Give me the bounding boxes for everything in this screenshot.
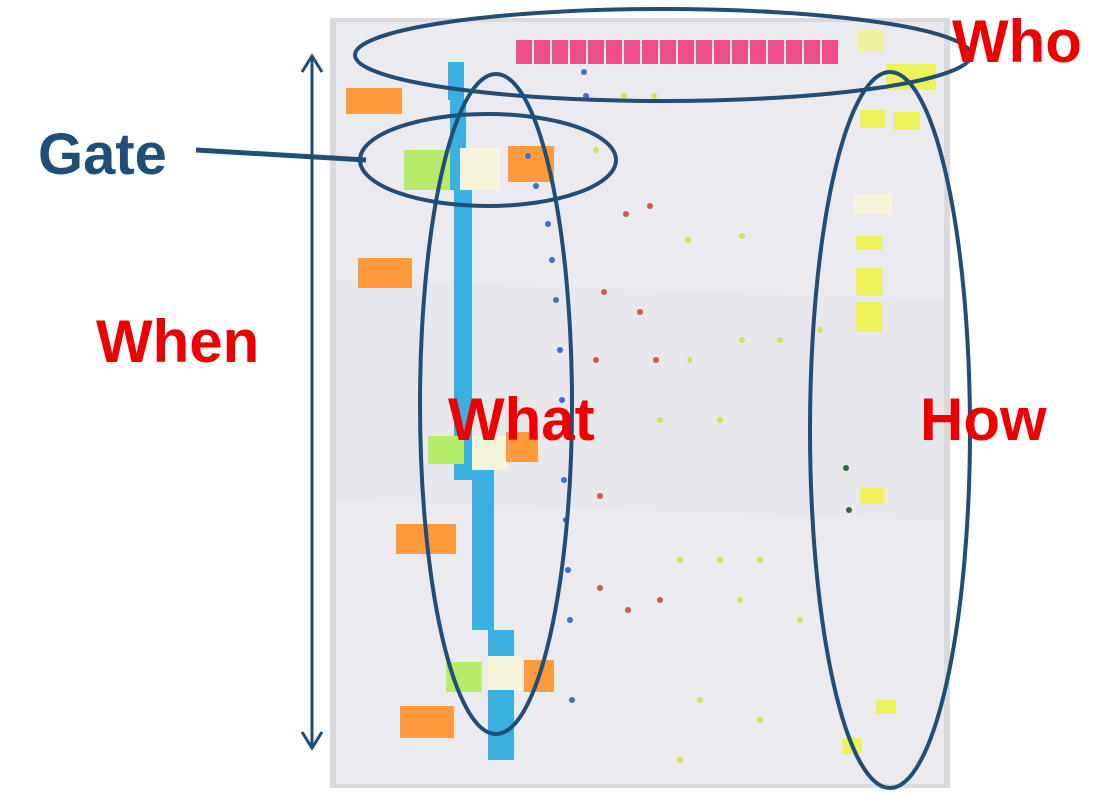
wall-poster-photo: [330, 18, 950, 788]
when-double-arrow: [300, 53, 324, 751]
how-ellipse: [808, 70, 972, 790]
label-gate: Gate: [38, 122, 167, 187]
what-ellipse: [418, 72, 574, 736]
dot-markers: [525, 69, 852, 763]
gate-notes: [404, 146, 554, 692]
gate-connector-line: [195, 147, 367, 163]
who-ellipse: [353, 7, 973, 103]
label-who: Who: [952, 8, 1082, 75]
who-sticky-note-row: [516, 30, 884, 64]
label-when: When: [96, 308, 260, 375]
label-how: How: [920, 386, 1047, 453]
label-what: What: [448, 386, 595, 453]
